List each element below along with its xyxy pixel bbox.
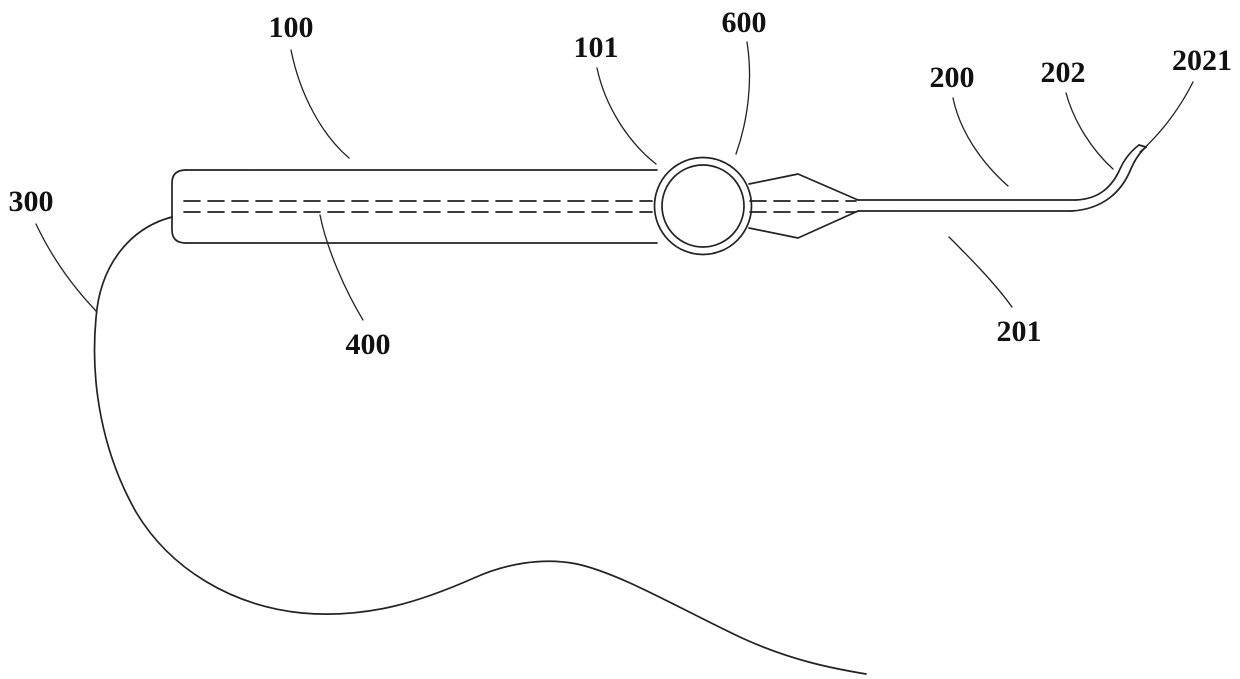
ref-label-2021: 2021 — [1172, 44, 1232, 77]
ref-label-100: 100 — [269, 11, 314, 44]
reference-labels-group: 100 101 600 200 202 2021 300 400 201 — [9, 6, 1233, 361]
leader-line-300 — [35, 223, 98, 313]
leader-line-202 — [1065, 92, 1114, 170]
leader-line-2021 — [1139, 81, 1194, 153]
leader-line-400 — [319, 214, 364, 321]
collar-ring-inner-circle — [661, 164, 745, 248]
hook-tip-point — [1138, 144, 1147, 148]
cable-curve — [93, 216, 867, 675]
ref-label-201: 201 — [997, 315, 1042, 348]
leader-line-200 — [952, 97, 1009, 187]
device-linework-group — [93, 144, 1147, 675]
leader-line-600 — [735, 41, 751, 155]
nib-bottom-edge — [748, 210, 859, 239]
nib-top-edge — [748, 173, 859, 201]
ref-label-600: 600 — [722, 6, 767, 39]
hook-tip-outer-curve — [1071, 146, 1147, 212]
ref-label-202: 202 — [1041, 56, 1086, 89]
leader-lines-group — [35, 41, 1194, 321]
leader-line-201 — [948, 236, 1013, 308]
hook-tip-inner-curve — [1075, 144, 1140, 201]
handle-left-end-cap — [171, 169, 187, 244]
ref-label-400: 400 — [346, 328, 391, 361]
ref-label-300: 300 — [9, 185, 54, 218]
leader-line-100 — [290, 49, 350, 159]
ref-label-101: 101 — [574, 31, 619, 64]
leader-line-101 — [596, 67, 657, 165]
collar-ring-outer-circle — [653, 156, 753, 256]
ref-label-200: 200 — [930, 61, 975, 94]
